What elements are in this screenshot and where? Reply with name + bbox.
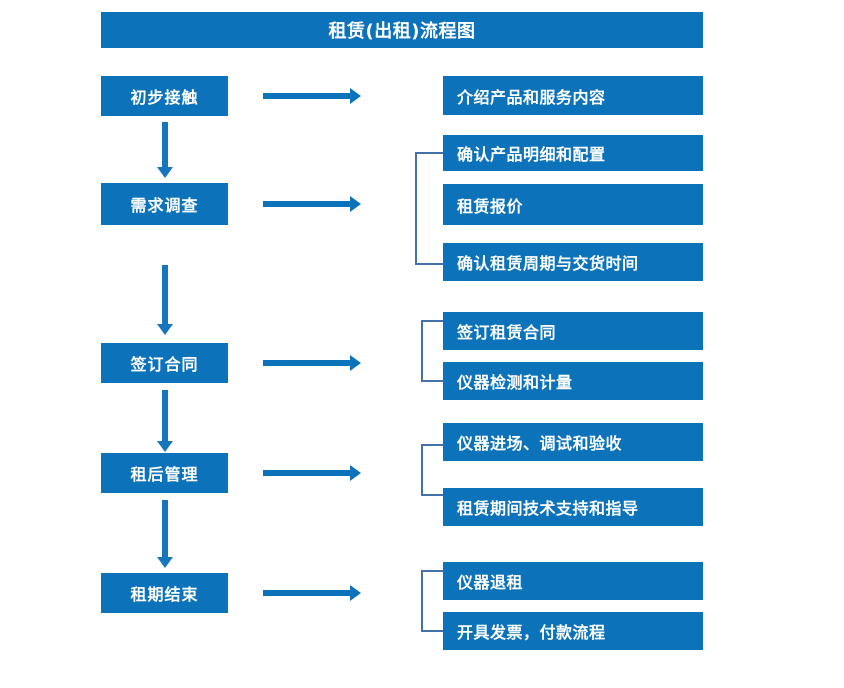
arrow-head: [157, 324, 173, 335]
detail-box-5-1[interactable]: 仪器退租: [443, 562, 703, 600]
arrow-head: [157, 441, 173, 452]
arrow-down-4: [155, 500, 175, 568]
detail-box-4-2[interactable]: 租赁期间技术支持和指导: [443, 488, 703, 526]
arrow-shaft: [263, 93, 351, 99]
stage-box-3[interactable]: 签订合同: [101, 343, 228, 383]
detail-box-3-1[interactable]: 签订租赁合同: [443, 312, 703, 350]
detail-box-4-1[interactable]: 仪器进场、调试和验收: [443, 423, 703, 461]
detail-box-1-1[interactable]: 介绍产品和服务内容: [443, 76, 703, 115]
detail-box-5-2[interactable]: 开具发票，付款流程: [443, 612, 703, 650]
arrow-right-5: [263, 583, 361, 603]
arrow-right-1: [263, 86, 361, 106]
page-title: 租赁(出租)流程图: [101, 12, 703, 48]
arrow-shaft: [263, 360, 351, 366]
arrow-down-1: [155, 122, 175, 178]
arrow-shaft: [263, 201, 351, 207]
arrow-shaft: [162, 265, 168, 324]
arrow-shaft: [162, 500, 168, 557]
arrow-head: [157, 167, 173, 178]
bracket-connector-4: [421, 444, 443, 496]
arrow-head: [350, 585, 361, 601]
arrow-head: [350, 196, 361, 212]
bracket-connector-3: [421, 320, 443, 382]
detail-box-2-1[interactable]: 确认产品明细和配置: [443, 135, 703, 171]
stage-box-1[interactable]: 初步接触: [101, 76, 228, 116]
arrow-head: [157, 557, 173, 568]
arrow-head: [350, 465, 361, 481]
arrow-down-3: [155, 390, 175, 452]
arrow-shaft: [263, 590, 351, 596]
detail-box-3-2[interactable]: 仪器检测和计量: [443, 362, 703, 400]
arrow-right-2: [263, 194, 361, 214]
arrow-right-4: [263, 463, 361, 483]
stage-box-5[interactable]: 租期结束: [101, 573, 228, 613]
arrow-shaft: [263, 470, 351, 476]
stage-box-2[interactable]: 需求调查: [101, 183, 228, 225]
detail-box-2-3[interactable]: 确认租赁周期与交货时间: [443, 243, 703, 281]
detail-box-2-2[interactable]: 租赁报价: [443, 184, 703, 225]
arrow-shaft: [162, 390, 168, 441]
bracket-connector-5: [421, 570, 443, 632]
bracket-connector-2: [415, 152, 443, 265]
arrow-head: [350, 88, 361, 104]
stage-box-4[interactable]: 租后管理: [101, 453, 228, 493]
arrow-down-2: [155, 265, 175, 335]
arrow-right-3: [263, 353, 361, 373]
arrow-shaft: [162, 122, 168, 167]
arrow-head: [350, 355, 361, 371]
